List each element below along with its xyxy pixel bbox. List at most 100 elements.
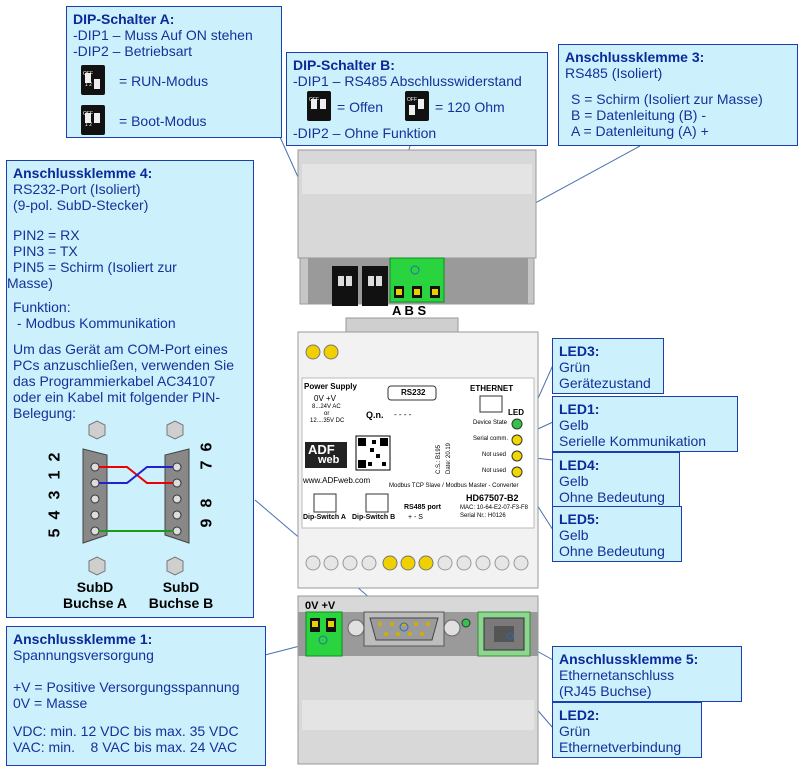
led3-color: Grün: [559, 359, 591, 375]
production-date: Date: 20.19: [446, 442, 452, 474]
term1-title: Anschlussklemme 1:: [13, 631, 153, 647]
subd-a-pin-3: 3: [46, 490, 64, 500]
led2-title: LED2:: [559, 707, 600, 723]
led1-color: Gelb: [559, 417, 589, 433]
model-number: HD67507-B2: [466, 493, 519, 503]
term4-desc-2: PCs anzuschließen, verwenden Sie: [13, 357, 235, 373]
term4-pin5: PIN5 = Schirm (Isoliert zur: [13, 259, 177, 275]
power-supply-vac: 8...24V AC: [312, 404, 341, 410]
dip-a-boot: = Boot-Modus: [119, 113, 207, 129]
led2-desc: Ethernetverbindung: [559, 739, 682, 755]
term3-data-a: A = Datenleitung (A) +: [571, 123, 709, 139]
term4-l2: (9-pol. SubD-Stecker): [13, 197, 149, 213]
subd-wiring-diagram: [82, 420, 190, 576]
led1-title: LED1:: [559, 401, 600, 417]
callout-led4: LED4: Gelb Ohne Bedeutung: [552, 452, 680, 508]
mac-address: MAC: 10-64-E2-07-F3-F8: [460, 505, 529, 511]
term1-vdc: VDC: min. 12 VDC bis max. 35 VDC: [13, 723, 239, 739]
dip-b-line2: -DIP2 – Ohne Funktion: [293, 125, 437, 141]
rs485-port-label: RS485 port: [404, 504, 441, 511]
dip-a-title: DIP-Schalter A:: [73, 11, 175, 27]
dip-switch-b-label: Dip-Switch B: [352, 514, 396, 521]
dip-run-mode-icon: OFF 1 2: [81, 65, 105, 95]
device-state-label: Device State: [473, 420, 508, 426]
ethernet-label: ETHERNET: [470, 384, 514, 393]
term1-vac: VAC: min. 8 VAC bis max. 24 VAC: [13, 739, 238, 755]
term1-sub: Spannungsversorgung: [13, 647, 154, 663]
power-terminal-label: 0V +V: [305, 600, 336, 612]
led5-color: Gelb: [559, 527, 589, 543]
dip-switch-a-label: Dip-Switch A: [303, 514, 346, 521]
term4-pin3: PIN3 = TX: [13, 243, 78, 259]
dip-a-run: = RUN-Modus: [119, 73, 209, 89]
term4-desc-5: Belegung:: [13, 405, 77, 421]
callout-terminal-3: Anschlussklemme 3: RS485 (Isoliert) S = …: [558, 44, 798, 146]
term5-l2: (RJ45 Buchse): [559, 683, 652, 699]
subd-a-pin-1: 1: [46, 470, 64, 480]
power-supply-voltage: 0V +V: [314, 394, 337, 403]
dip-b-120ohm: = 120 Ohm: [435, 99, 505, 115]
adf-website: www.ADFweb.com: [303, 476, 371, 485]
callout-dip-switch-b: DIP-Schalter B: -DIP1 – RS485 Abschlussw…: [286, 52, 548, 146]
led4-title: LED4:: [559, 457, 600, 473]
subd-a-pin-2: 2: [46, 452, 64, 462]
not-used-label-2: Not used: [482, 468, 507, 474]
power-supply-vdc: 12....35V DC: [310, 418, 345, 424]
dip-a-line2: -DIP2 – Betriebsart: [73, 43, 193, 59]
callout-dip-switch-a: DIP-Schalter A: -DIP1 – Muss Auf ON steh…: [66, 6, 282, 138]
term4-function: Funktion:: [13, 299, 71, 315]
callout-terminal-5: Anschlussklemme 5: Ethernetanschluss (RJ…: [552, 646, 742, 702]
led4-color: Gelb: [559, 473, 589, 489]
callout-led1: LED1: Gelb Serielle Kommunikation: [552, 396, 738, 452]
term4-desc-3: das Programmierkabel AC34107: [13, 373, 216, 389]
term1-zero-v: 0V = Masse: [13, 695, 88, 711]
power-supply-or: or: [324, 411, 330, 417]
rs232-badge: RS232: [401, 388, 426, 397]
term3-title: Anschlussklemme 3:: [565, 49, 705, 65]
term3-shield: S = Schirm (Isoliert zur Masse): [571, 91, 763, 107]
led3-title: LED3:: [559, 343, 600, 359]
term4-pin2: PIN2 = RX: [13, 227, 80, 243]
led-column-label: LED: [508, 408, 524, 417]
cs-code: C.S.: B195: [436, 444, 442, 474]
qn-value: - - - -: [394, 410, 412, 419]
adf-logo-text: ADF: [308, 442, 335, 457]
serial-comm-label: Serial comm.: [473, 436, 509, 442]
term4-desc-1: Um das Gerät am COM-Port eines: [13, 341, 228, 357]
dip-b-line1: -DIP1 – RS485 Abschlusswiderstand: [293, 73, 522, 89]
term4-desc-4: oder ein Kabel mit folgender PIN-: [13, 389, 220, 405]
term5-l1: Ethernetanschluss: [559, 667, 675, 683]
subd-a-pin-5: 5: [46, 528, 64, 538]
callout-terminal-1: Anschlussklemme 1: Spannungsversorgung +…: [6, 626, 266, 766]
term3-data-b: B = Datenleitung (B) -: [571, 107, 707, 123]
led4-desc: Ohne Bedeutung: [559, 489, 665, 505]
qn-label: Q.n.: [366, 410, 384, 420]
term1-plus-v: +V = Positive Versorgungsspannung: [13, 679, 240, 695]
term3-sub: RS485 (Isoliert): [565, 65, 663, 81]
not-used-label-1: Not used: [482, 452, 507, 458]
dip-open-icon: OFF: [307, 91, 331, 121]
term4-l1: RS232-Port (Isoliert): [13, 181, 141, 197]
subd-a-pin-4: 4: [46, 510, 64, 520]
power-supply-label: Power Supply: [304, 382, 357, 391]
dip-boot-mode-icon: OFF 1 2: [81, 105, 105, 135]
rs485-terminal-letters: A B S: [392, 303, 427, 318]
subd-b-pin-7: 7: [198, 460, 216, 470]
term4-function-1: - Modbus Kommunikation: [13, 315, 176, 331]
callout-led2: LED2: Grün Ethernetverbindung: [552, 702, 702, 758]
led2-color: Grün: [559, 723, 591, 739]
callout-terminal-4: Anschlussklemme 4: RS232-Port (Isoliert)…: [6, 160, 254, 618]
dip-120ohm-icon: OFF: [405, 91, 429, 121]
callout-led5: LED5: Gelb Ohne Bedeutung: [552, 506, 682, 562]
adf-logo-web: web: [318, 454, 340, 466]
led1-desc: Serielle Kommunikation: [559, 433, 707, 449]
product-description: Modbus TCP Slave / Modbus Master - Conve…: [389, 483, 519, 489]
callout-led3: LED3: Grün Gerätezustand: [552, 338, 664, 394]
led5-desc: Ohne Bedeutung: [559, 543, 665, 559]
led3-desc: Gerätezustand: [559, 375, 651, 391]
term5-title: Anschlussklemme 5:: [559, 651, 699, 667]
serial-number: Serial Nr.: H0126: [460, 513, 506, 519]
